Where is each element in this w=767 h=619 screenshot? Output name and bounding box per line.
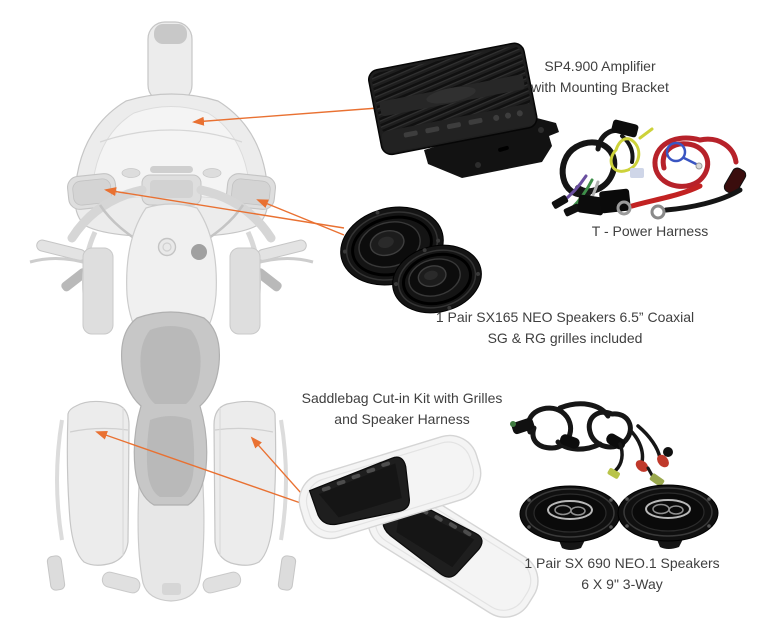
sx165-speakers-label: 1 Pair SX165 NEO Speakers 6.5” Coaxial S… — [420, 307, 710, 349]
saddlebag-kit-label: Saddlebag Cut-in Kit with Grilles and Sp… — [292, 388, 512, 430]
left-fairing-vent — [121, 168, 141, 178]
fuel-gauge — [191, 244, 207, 260]
arrow-speakers-to-right-pod — [256, 199, 345, 236]
left-side-panel — [82, 247, 114, 335]
windshield-crease — [99, 129, 243, 143]
speaker-harness-image — [510, 401, 673, 487]
arrow-kit-to-left-saddlebag — [95, 431, 316, 509]
tail-light — [162, 583, 181, 595]
right-saddlebag — [213, 400, 288, 566]
right-floorboard — [277, 555, 297, 591]
left-exhaust — [101, 571, 141, 594]
right-mirror — [255, 268, 282, 292]
t-power-harness-label: T - Power Harness — [565, 221, 735, 242]
right-exhaust — [202, 571, 242, 594]
mounting-bracket — [424, 117, 559, 178]
amplifier-label: SP4.900 Amplifier with Mounting Bracket — [495, 56, 705, 98]
sx690-speakers-image — [519, 484, 719, 550]
right-side-panel — [229, 247, 261, 335]
arrow-amplifier-to-fairing — [192, 107, 379, 126]
saddlebag-kit-label-line2: and Speaker Harness — [334, 411, 470, 427]
amplifier-image — [368, 42, 559, 178]
amplifier-label-line1: SP4.900 Amplifier — [544, 58, 656, 74]
amplifier-label-line2: with Mounting Bracket — [531, 79, 669, 95]
sx690-speakers-label: 1 Pair SX 690 NEO.1 Speakers 6 X 9" 3-Wa… — [512, 553, 732, 595]
sx165-label-line2: SG & RG grilles included — [487, 330, 643, 346]
dash-console — [141, 166, 202, 206]
t-power-harness-image — [551, 119, 747, 220]
saddlebag-kit-label-line1: Saddlebag Cut-in Kit with Grilles — [301, 390, 503, 406]
front-fender-cap — [154, 24, 187, 44]
left-mirror — [61, 268, 88, 292]
right-fairing-vent — [202, 168, 222, 178]
motorcycle-silhouette — [29, 21, 314, 602]
callout-arrows — [95, 107, 379, 512]
sx690-label-line1: 1 Pair SX 690 NEO.1 Speakers — [524, 555, 720, 571]
seat — [120, 311, 221, 506]
arrow-speakers-to-left-pod — [104, 187, 345, 229]
left-saddlebag — [55, 400, 130, 566]
sx165-label-line1: 1 Pair SX165 NEO Speakers 6.5” Coaxial — [435, 309, 695, 325]
gas-cap — [157, 237, 177, 257]
left-floorboard — [46, 555, 66, 591]
t-power-harness-label-line1: T - Power Harness — [591, 223, 709, 239]
sx690-label-line2: 6 X 9" 3-Way — [581, 576, 663, 592]
sx165-speakers-image — [340, 206, 482, 314]
saddlebag-kit-image — [291, 427, 550, 619]
